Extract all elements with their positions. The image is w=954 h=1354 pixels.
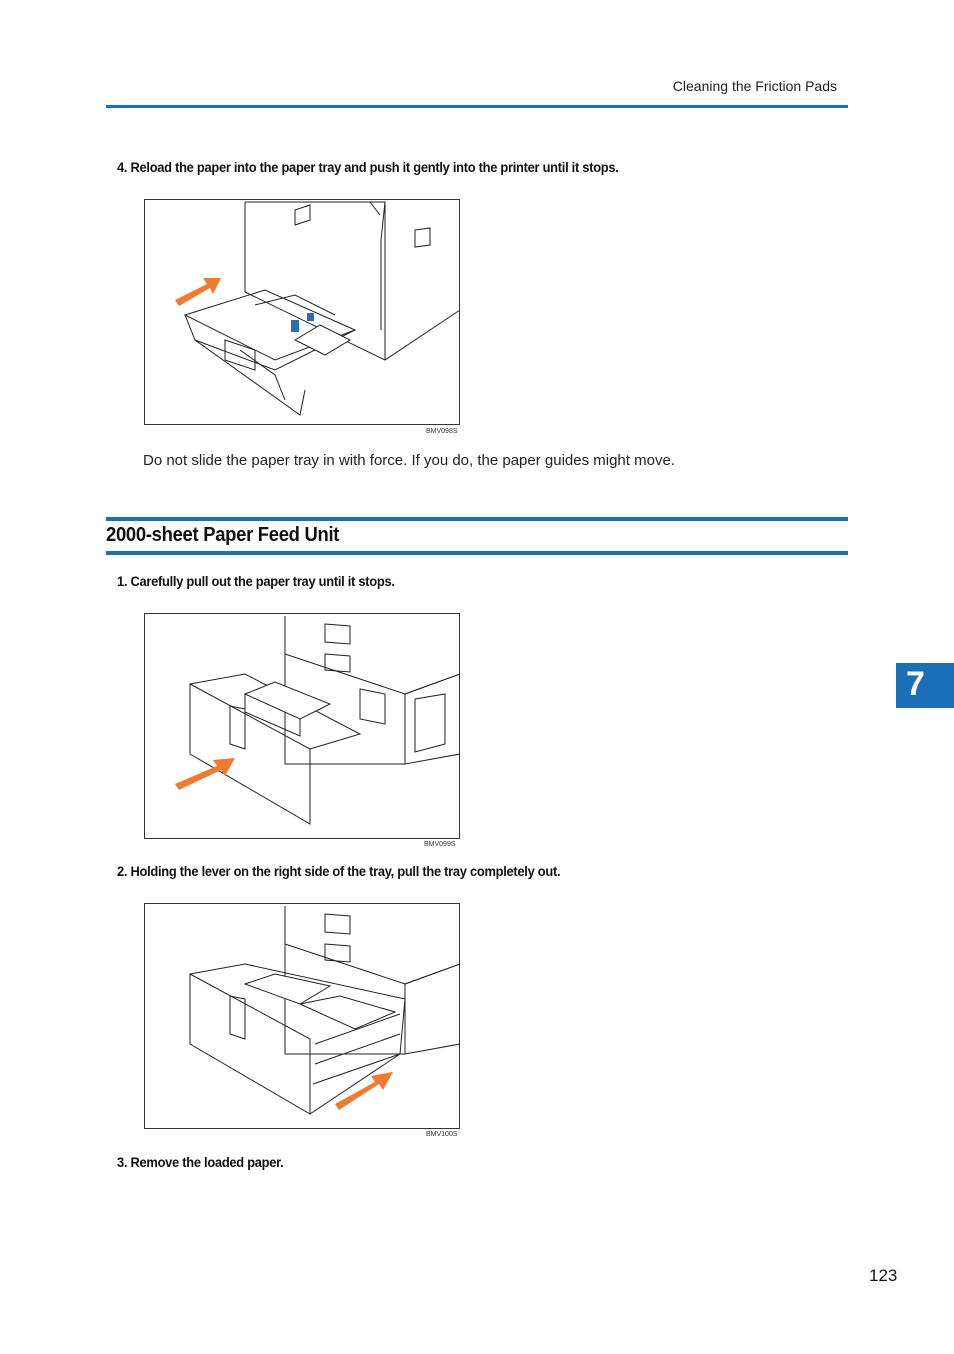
chapter-number: 7 xyxy=(906,665,925,703)
paper-guide-marker xyxy=(291,320,299,332)
chapter-tab: 7 xyxy=(896,663,954,708)
step-1-pull-out: 1. Carefully pull out the paper tray unt… xyxy=(117,573,395,589)
illustration-reload-tray xyxy=(144,199,460,425)
pull-direction-arrow xyxy=(175,758,235,790)
figure-code: BMV100S xyxy=(426,1131,458,1138)
figure-code: BMV099S xyxy=(424,841,456,848)
page-number: 123 xyxy=(869,1266,898,1285)
paper-guide-marker xyxy=(307,313,314,321)
header-rule xyxy=(106,105,848,108)
push-direction-arrow xyxy=(175,278,221,306)
step-4-reload: 4. Reload the paper into the paper tray … xyxy=(117,159,619,175)
step-3-remove-paper: 3. Remove the loaded paper. xyxy=(117,1154,284,1170)
section-rule-top xyxy=(106,517,848,521)
feed-unit-drawing xyxy=(175,616,459,825)
printer-tray-drawing xyxy=(175,201,459,416)
section-rule-bottom xyxy=(106,551,848,555)
section-title: 2000-sheet Paper Feed Unit xyxy=(106,524,340,546)
running-header-title: Cleaning the Friction Pads xyxy=(672,78,837,94)
step-2-remove-tray: 2. Holding the lever on the right side o… xyxy=(117,863,561,879)
figure-code: BMV098S xyxy=(426,428,458,435)
illustration-remove-tray xyxy=(144,903,460,1129)
note-text: Do not slide the paper tray in with forc… xyxy=(143,452,675,469)
illustration-pull-tray xyxy=(144,613,460,839)
remove-direction-arrow xyxy=(335,1072,393,1110)
feed-unit-open-drawing xyxy=(189,906,459,1115)
